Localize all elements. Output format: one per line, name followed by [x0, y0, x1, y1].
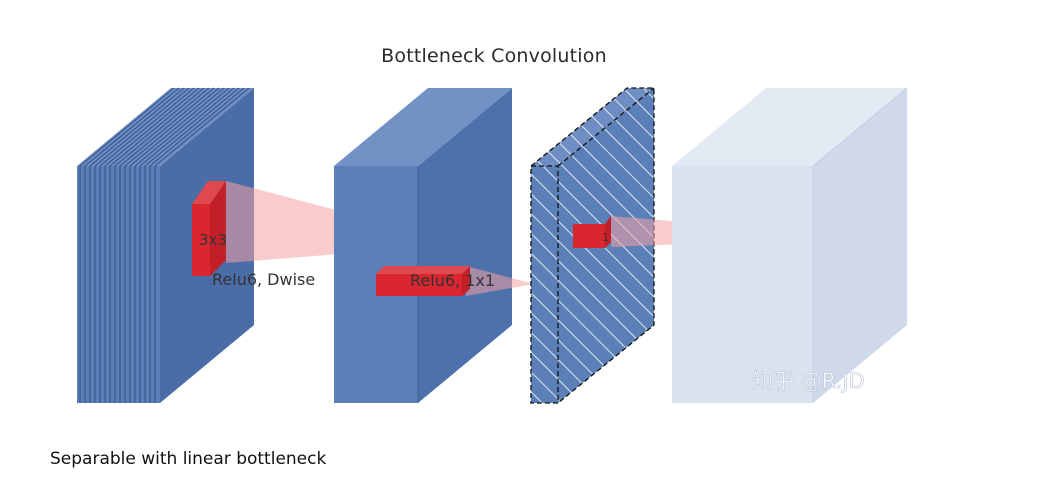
kernel-block3-side	[605, 216, 611, 248]
layer-top-line	[99, 87, 195, 167]
layer-top-line	[149, 87, 245, 167]
watermark-text: 知乎 @R.JD	[752, 369, 865, 393]
kernel-1x1	[376, 266, 470, 296]
label-relu6-dwise: Relu6, Dwise	[212, 270, 315, 289]
label-one: 1	[602, 231, 609, 244]
layer-top-line	[144, 87, 240, 167]
block3-top-hatch	[531, 88, 654, 166]
kernel-1x1-side	[462, 266, 470, 296]
layer-top-line	[134, 87, 230, 167]
depthwise-output-block	[334, 88, 512, 403]
layer-top-line	[129, 87, 225, 167]
kernel-3x3-side	[210, 181, 226, 276]
layer-top-line	[139, 87, 235, 167]
diagram-title: Bottleneck Convolution	[381, 45, 607, 67]
layer-top-line	[114, 87, 210, 167]
layer-top-line	[104, 87, 200, 167]
kernel-3x3-front	[192, 204, 210, 276]
caption: Separable with linear bottleneck	[50, 449, 327, 469]
block2-side	[418, 88, 512, 403]
block3-dashed-outline	[530, 87, 655, 404]
label-3x3: 3x3	[199, 231, 227, 249]
block1-layer-lines	[79, 87, 250, 403]
layer-top-line	[154, 87, 250, 167]
kernel-3x3-top	[192, 181, 226, 204]
label-relu6-1x1: Relu6, 1x1	[410, 271, 495, 290]
kernel-block3	[573, 216, 611, 248]
layer-top-line	[89, 87, 185, 167]
expanded-output-block	[672, 87, 908, 403]
layer-top-line	[84, 87, 180, 167]
pointwise-projection-beam	[466, 266, 534, 296]
block4-top-edge	[812, 87, 908, 167]
kernel-3x3	[192, 181, 226, 276]
block4-top	[672, 88, 907, 166]
input-feature-map-stack	[77, 87, 254, 403]
layer-top-line	[94, 87, 190, 167]
kernel-1x1-top	[376, 266, 470, 274]
layer-top-line	[109, 87, 205, 167]
block4-front	[672, 166, 813, 403]
layer-top-line	[124, 87, 220, 167]
layer-top-line	[119, 87, 215, 167]
block3-front-hatch	[531, 166, 558, 403]
kernel-block3-front	[573, 224, 605, 248]
block4-side	[813, 88, 907, 403]
block2-top	[334, 88, 512, 166]
layer-top-line	[79, 87, 175, 167]
block1-front	[77, 166, 160, 403]
kernel-1x1-front	[376, 274, 462, 296]
